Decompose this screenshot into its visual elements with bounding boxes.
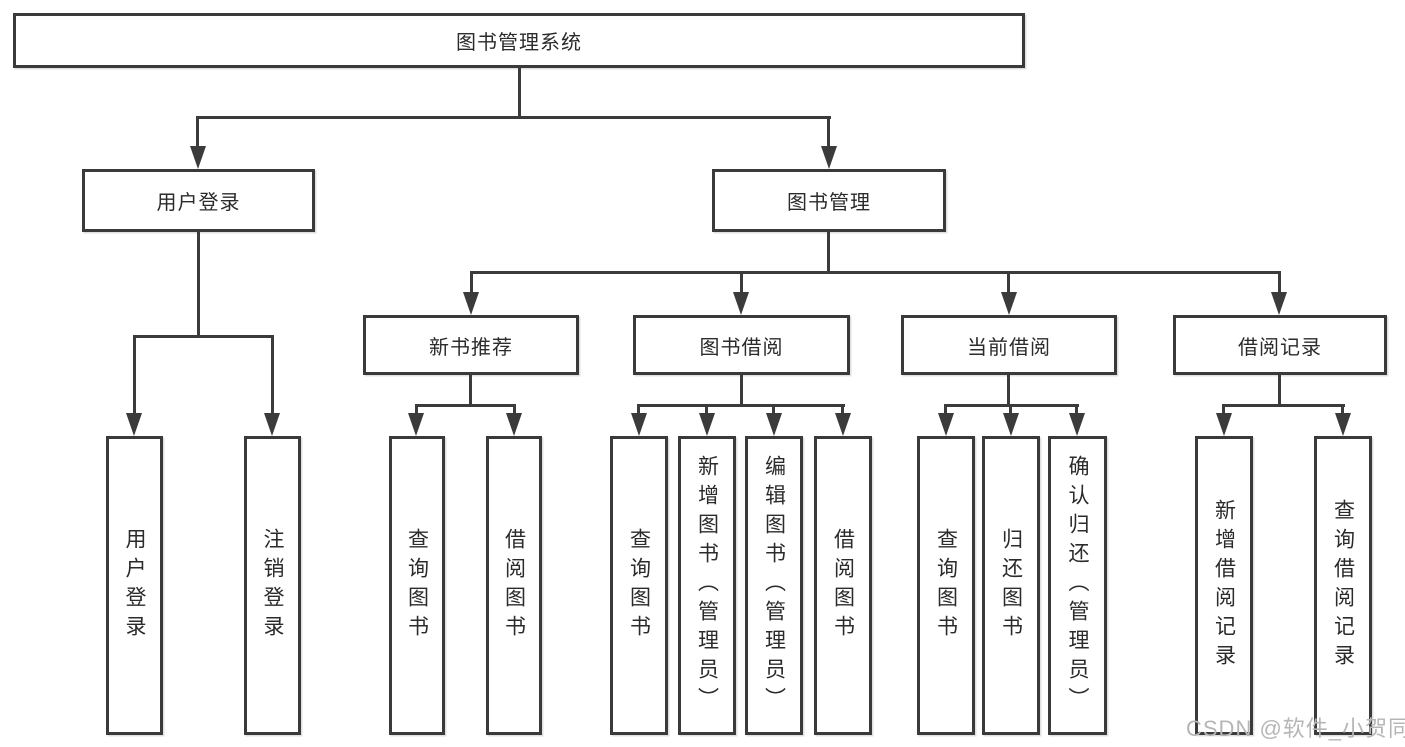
leaf-query-books-current: 查询图书: [917, 436, 975, 735]
connector-line: [1222, 404, 1345, 407]
node-book-management: 图书管理: [712, 169, 946, 232]
leaf-logout: 注销登录: [244, 436, 301, 735]
connector-line: [1278, 375, 1281, 407]
connector-line: [196, 116, 199, 148]
leaf-borrow-books: 借阅图书: [814, 436, 872, 735]
node-book-borrow: 图书借阅: [633, 315, 850, 375]
connector-line: [1075, 404, 1078, 416]
connector-line: [133, 335, 136, 415]
leaf-label: 查询图书: [405, 527, 429, 644]
connector-line: [1278, 271, 1281, 294]
connector-line: [637, 404, 845, 407]
arrow-down-icon: [821, 146, 837, 169]
connector-line: [827, 116, 830, 148]
connector-line: [1009, 404, 1012, 416]
node-new-book-recommend: 新书推荐: [363, 315, 579, 375]
connector-line: [197, 116, 831, 119]
node-label: 图书管理: [787, 192, 871, 214]
arrow-down-icon: [463, 292, 479, 315]
connector-line: [470, 271, 473, 294]
leaf-query-borrow-record: 查询借阅记录: [1314, 436, 1372, 735]
arrow-down-icon: [835, 413, 851, 436]
arrow-down-icon: [1216, 413, 1232, 436]
arrow-down-icon: [766, 413, 782, 436]
leaf-add-books-admin: 新增图书（管理员）: [678, 436, 736, 735]
arrow-down-icon: [126, 413, 142, 436]
leaf-label: 注销登录: [261, 527, 284, 644]
node-user-login: 用户登录: [82, 169, 315, 232]
node-label: 新书推荐: [429, 336, 513, 359]
arrow-down-icon: [1001, 292, 1017, 315]
node-borrow-records: 借阅记录: [1173, 315, 1387, 375]
leaf-label: 归还图书: [999, 527, 1023, 644]
arrow-down-icon: [699, 413, 715, 436]
connector-line: [772, 404, 775, 416]
connector-line: [1222, 404, 1225, 416]
leaf-label: 查询图书: [934, 527, 958, 644]
connector-line: [1341, 404, 1344, 416]
leaf-label: 新增图书（管理员）: [695, 455, 719, 716]
connector-line: [827, 232, 830, 274]
leaf-edit-books-admin: 编辑图书（管理员）: [745, 436, 803, 735]
connector-line: [197, 232, 200, 338]
leaf-label: 编辑图书（管理员）: [762, 455, 786, 716]
node-root-label: 图书管理系统: [456, 32, 582, 54]
arrow-down-icon: [938, 413, 954, 436]
arrow-down-icon: [1271, 292, 1287, 315]
connector-line: [513, 404, 516, 416]
arrow-down-icon: [631, 413, 647, 436]
connector-line: [469, 375, 472, 407]
connector-line: [415, 404, 516, 407]
node-label: 图书借阅: [699, 336, 784, 359]
leaf-query-books-recommend: 查询图书: [389, 436, 445, 735]
node-root: 图书管理系统: [13, 13, 1025, 68]
leaf-return-books: 归还图书: [982, 436, 1040, 735]
connector-line: [944, 404, 947, 416]
arrow-down-icon: [408, 413, 424, 436]
leaf-user-login: 用户登录: [106, 436, 163, 735]
connector-line: [518, 68, 521, 118]
connector-line: [271, 335, 274, 415]
connector-line: [415, 404, 418, 416]
arrow-down-icon: [1335, 413, 1351, 436]
watermark: CSDN @软件_小贺同学: [1186, 716, 1405, 741]
leaf-borrow-books-recommend: 借阅图书: [486, 436, 542, 735]
connector-line: [133, 335, 274, 338]
arrow-down-icon: [1069, 413, 1085, 436]
connector-line: [705, 404, 708, 416]
leaf-add-borrow-record: 新增借阅记录: [1195, 436, 1253, 735]
leaf-label: 借阅图书: [502, 527, 526, 644]
connector-line: [637, 404, 640, 416]
connector-line: [470, 271, 1281, 274]
arrow-down-icon: [1003, 413, 1019, 436]
arrow-down-icon: [190, 146, 206, 169]
leaf-label: 确认归还（管理员）: [1066, 455, 1089, 716]
connector-line: [841, 404, 844, 416]
leaf-confirm-return-admin: 确认归还（管理员）: [1048, 436, 1107, 735]
arrow-down-icon: [264, 413, 280, 436]
node-current-borrow: 当前借阅: [901, 315, 1117, 375]
node-label: 借阅记录: [1238, 336, 1322, 359]
leaf-label: 查询图书: [627, 527, 651, 644]
leaf-query-books-borrow: 查询图书: [610, 436, 668, 735]
leaf-label: 查询借阅记录: [1331, 498, 1355, 673]
connector-line: [1007, 271, 1010, 294]
connector-line: [740, 271, 743, 294]
connector-line: [1007, 375, 1010, 407]
node-label: 当前借阅: [967, 336, 1051, 359]
leaf-label: 用户登录: [123, 527, 146, 644]
connector-line: [740, 375, 743, 407]
node-label: 用户登录: [156, 192, 241, 214]
leaf-label: 借阅图书: [831, 527, 855, 644]
arrow-down-icon: [733, 292, 749, 315]
arrow-down-icon: [506, 413, 522, 436]
leaf-label: 新增借阅记录: [1212, 498, 1236, 673]
